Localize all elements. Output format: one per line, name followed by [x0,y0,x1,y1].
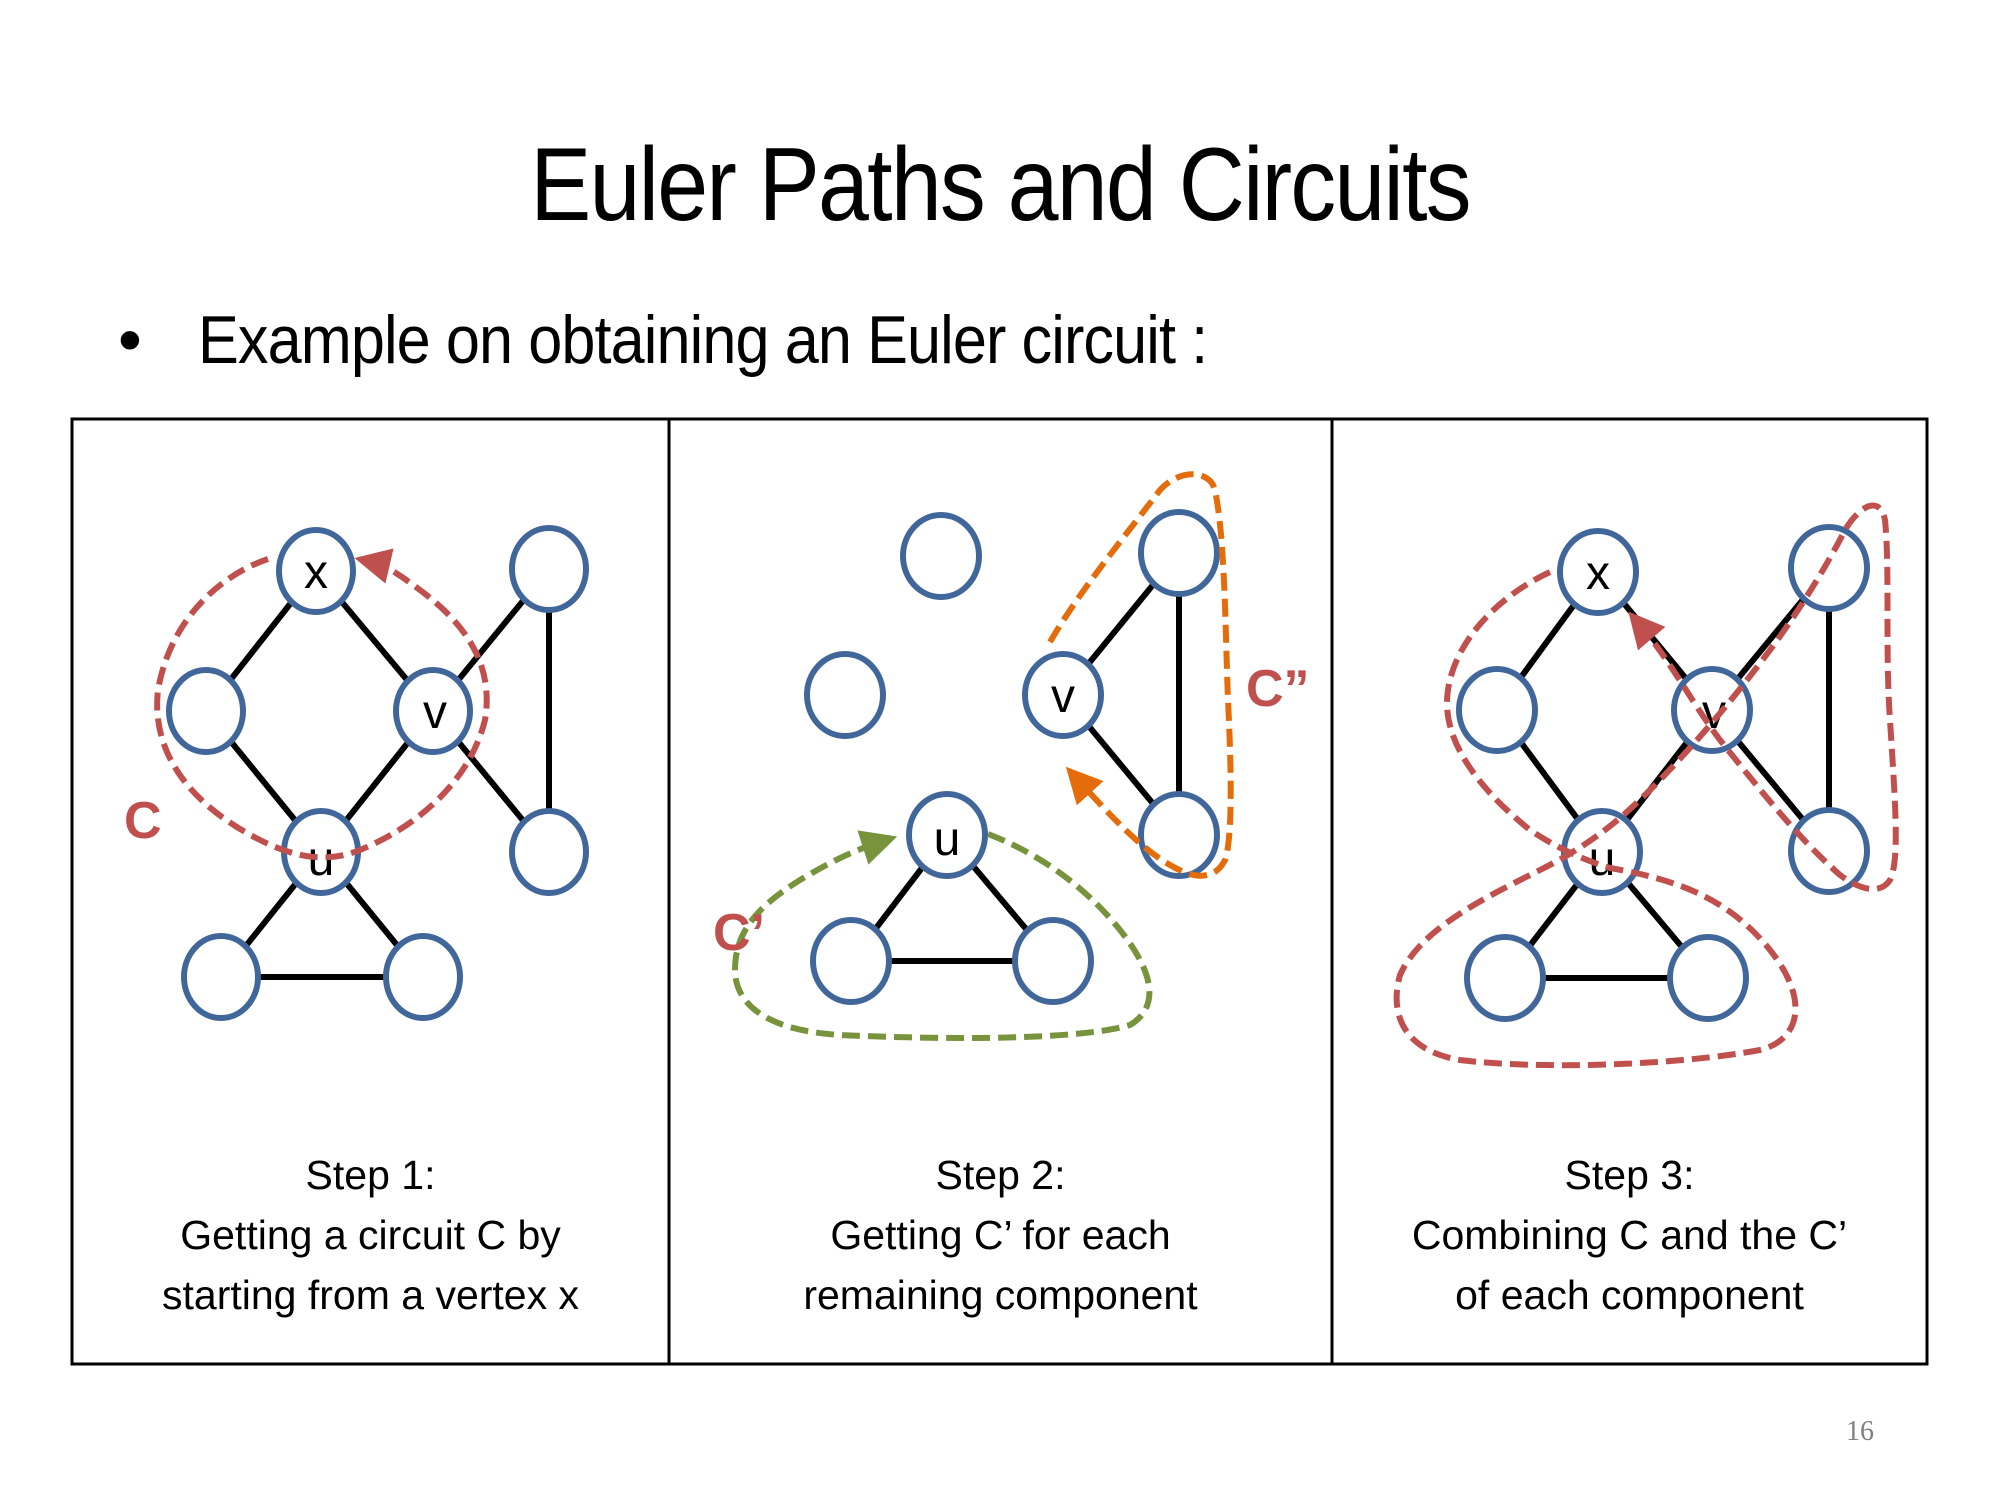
caption-step3-line2: Combining C and the C’ [1411,1212,1848,1258]
vertex [1138,509,1220,597]
vertex-label-u: u [934,813,961,866]
edges [203,567,552,980]
vertex-label-x: x [304,546,328,599]
vertex [383,933,463,1021]
circuit-c-double-prime-path [1047,471,1234,879]
vertex [1138,791,1220,879]
caption-step1-line3: starting from a vertex x [162,1272,579,1318]
vertex [1788,807,1870,895]
combined-circuit-path [1393,502,1899,1069]
bullet-point: • Example on obtaining an Euler circuit : [118,300,1319,380]
caption-step1: Step 1: Getting a circuit C by starting … [72,1145,669,1325]
caption-step3-line1: Step 3: [1564,1152,1695,1198]
vertex [1788,524,1870,612]
vertex [1012,917,1094,1005]
vertex-v [1022,651,1104,739]
circuit-label-c-double-prime: C” [1246,660,1310,718]
vertex-isolated [804,651,886,739]
caption-step1-line2: Getting a circuit C by [180,1212,561,1258]
circuit-c-prime-path [731,830,1153,1041]
vertex-x [276,527,356,615]
bullet-text: Example on obtaining an Euler circuit : [198,302,1208,378]
page-number: 16 [1846,1416,1874,1447]
vertex [181,933,261,1021]
vertex [509,808,589,896]
caption-step2: Step 2: Getting C’ for each remaining co… [669,1145,1332,1325]
circuit-c-path [154,548,490,861]
caption-step1-line1: Step 1: [305,1152,436,1198]
caption-step2-line3: remaining component [803,1272,1198,1318]
caption-step2-line2: Getting C’ for each [830,1212,1171,1258]
slide-title: Euler Paths and Circuits [530,127,1471,243]
caption-step3: Step 3: Combining C and the C’ of each c… [1332,1145,1927,1325]
vertex-v [1671,666,1753,754]
vertex [810,917,892,1005]
circuit-label-c: C [124,792,162,850]
panel-step2-graph: v u C’ C” [713,471,1310,1041]
vertex [1667,934,1749,1022]
vertex [1464,934,1546,1022]
vertex-isolated [900,512,982,600]
bullet-icon: • [118,302,142,378]
vertex [1456,666,1538,754]
vertex [509,525,589,613]
panel-step3-graph: x v u [1393,502,1899,1069]
vertex-v [393,667,473,755]
vertex-u [906,791,988,879]
vertex-label-x: x [1586,547,1610,600]
vertex-x [1557,528,1639,616]
caption-step2-line1: Step 2: [935,1152,1066,1198]
panel-step1-graph: x v u C [124,525,589,1021]
caption-step3-line3: of each component [1455,1272,1804,1318]
circuit-label-c-prime: C’ [713,904,765,962]
vertex [166,667,246,755]
vertex-label-v: v [423,686,447,739]
panels-frame [70,417,1929,1366]
vertex-label-v: v [1051,670,1075,723]
